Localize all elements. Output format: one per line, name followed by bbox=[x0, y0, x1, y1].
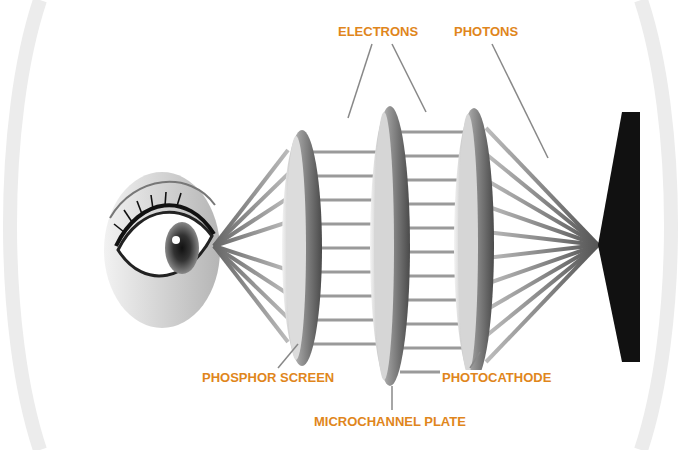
light-rays-to-eye bbox=[214, 150, 288, 342]
phosphor-screen-plate bbox=[282, 130, 322, 366]
ray-stroke bbox=[214, 198, 288, 246]
ray-stroke bbox=[400, 299, 464, 302]
watermark-arcs bbox=[10, 0, 671, 450]
ray-stroke bbox=[214, 246, 288, 318]
ray-stroke bbox=[400, 275, 464, 278]
ray-stroke bbox=[312, 151, 380, 154]
ray-stroke bbox=[486, 154, 598, 245]
ray-stroke bbox=[214, 246, 288, 342]
part-label: MICROCHANNEL PLATE bbox=[312, 414, 468, 429]
photon-rays bbox=[486, 128, 598, 362]
part-label: ELECTRONS bbox=[336, 24, 420, 39]
ray-stroke bbox=[312, 295, 380, 298]
part-label: PHOTOCATHODE bbox=[440, 370, 553, 385]
ray-stroke bbox=[486, 206, 598, 245]
ray-stroke bbox=[312, 175, 380, 178]
ray-stroke bbox=[214, 150, 288, 246]
ray-stroke bbox=[214, 222, 288, 246]
part-label: PHOTONS bbox=[452, 24, 520, 39]
ray-stroke bbox=[400, 131, 464, 134]
ray-stroke bbox=[214, 246, 288, 294]
observed-object bbox=[598, 112, 640, 362]
ray-stroke bbox=[486, 180, 598, 245]
ray-stroke bbox=[486, 232, 598, 245]
microchannel-plate bbox=[370, 106, 410, 386]
ray-stroke bbox=[312, 319, 380, 322]
ray-stroke bbox=[400, 323, 464, 326]
ray-stroke bbox=[486, 245, 598, 310]
ray-stroke bbox=[312, 343, 380, 346]
ray-stroke bbox=[214, 244, 288, 248]
ray-stroke bbox=[214, 174, 288, 246]
ray-stroke bbox=[486, 245, 598, 362]
ray-stroke bbox=[400, 347, 464, 350]
ray-stroke bbox=[312, 247, 380, 250]
eye bbox=[104, 172, 220, 328]
part-label: PHOSPHOR SCREEN bbox=[200, 370, 336, 385]
ray-stroke bbox=[400, 179, 464, 182]
ray-stroke bbox=[312, 223, 380, 226]
ray-stroke bbox=[312, 199, 380, 202]
ray-stroke bbox=[486, 245, 598, 336]
ray-stroke bbox=[400, 155, 464, 158]
ray-stroke bbox=[312, 271, 380, 274]
photocathode-plate bbox=[454, 108, 494, 380]
leader-lines bbox=[278, 44, 548, 410]
ray-stroke bbox=[400, 203, 464, 206]
